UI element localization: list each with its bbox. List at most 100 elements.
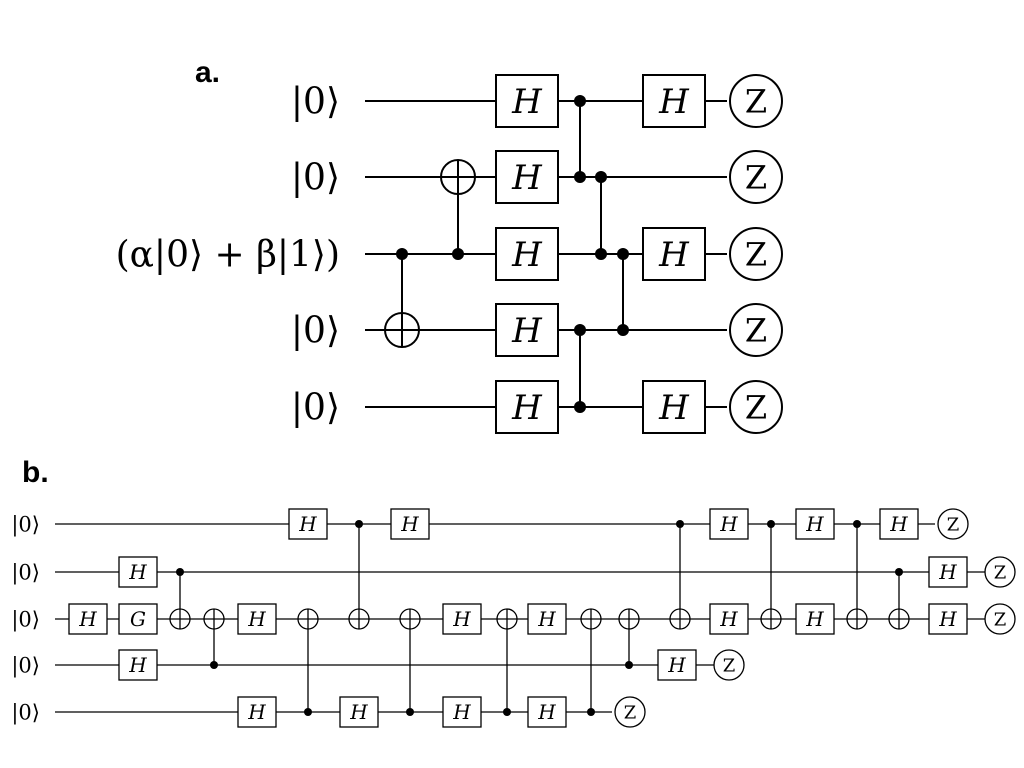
input-state-label: |0⟩ xyxy=(11,700,40,725)
measure-z-label: Z xyxy=(745,312,767,350)
gate-h-label: H xyxy=(78,607,97,631)
measure-z-circle xyxy=(713,649,745,681)
measure-z-circle xyxy=(729,74,783,128)
gate-h-label: H xyxy=(247,700,266,724)
cz-control-dot xyxy=(574,171,586,183)
gate-h-box xyxy=(795,508,835,540)
gate-h-label: H xyxy=(511,235,543,275)
cz-control-dot xyxy=(574,401,586,413)
gate-h-box xyxy=(339,696,379,728)
gate-h-box xyxy=(442,603,482,635)
input-state-label: (α|0⟩ + β|1⟩) xyxy=(116,235,340,276)
measure-z-label: Z xyxy=(624,702,637,723)
measure-z-circle xyxy=(614,696,646,728)
measure-z-label: Z xyxy=(745,389,767,427)
gate-h-label: H xyxy=(889,512,908,536)
cz-control-dot xyxy=(617,324,629,336)
input-state-label: |0⟩ xyxy=(11,607,40,632)
cnot-control-dot xyxy=(176,568,184,576)
measure-z-label: Z xyxy=(745,159,767,197)
input-state-label: |0⟩ xyxy=(291,388,340,429)
gate-h-label: H xyxy=(938,607,957,631)
input-state-label: |0⟩ xyxy=(11,560,40,585)
cz-control-dot xyxy=(574,95,586,107)
input-state-label: |0⟩ xyxy=(291,158,340,199)
cnot-control-dot xyxy=(304,708,312,716)
gate-h-label: H xyxy=(658,388,690,428)
gate-h-label: H xyxy=(128,653,147,677)
gate-h-box xyxy=(709,603,749,635)
cnot-control-dot xyxy=(895,568,903,576)
gate-h-box xyxy=(642,227,706,281)
input-state-label: |0⟩ xyxy=(291,311,340,352)
gate-h-label: H xyxy=(511,388,543,428)
gate-h-label: H xyxy=(805,607,824,631)
gate-h-box xyxy=(527,603,567,635)
gate-h-label: H xyxy=(298,512,317,536)
gate-h-box xyxy=(642,380,706,434)
measure-z-circle xyxy=(984,603,1016,635)
gate-h-label: H xyxy=(658,235,690,275)
measure-z-label: Z xyxy=(745,236,767,274)
panel-a-label: a. xyxy=(195,56,220,89)
gate-h-box xyxy=(68,603,108,635)
cz-control-dot xyxy=(595,171,607,183)
measure-z-label: Z xyxy=(994,609,1007,630)
cnot-control-dot xyxy=(625,661,633,669)
gate-h-label: H xyxy=(511,158,543,198)
gate-h-label: H xyxy=(667,653,686,677)
measure-z-circle xyxy=(729,303,783,357)
gate-h-box xyxy=(442,696,482,728)
gate-h-box xyxy=(795,603,835,635)
gate-h-label: H xyxy=(247,607,266,631)
cz-control-dot xyxy=(595,248,607,260)
gate-g-box xyxy=(118,603,158,635)
measure-z-label: Z xyxy=(723,655,736,676)
gate-h-box xyxy=(118,556,158,588)
gate-h-label: H xyxy=(938,560,957,584)
input-state-label: |0⟩ xyxy=(11,653,40,678)
cnot-control-dot xyxy=(503,708,511,716)
measure-z-label: Z xyxy=(745,83,767,121)
input-state-label: |0⟩ xyxy=(291,82,340,123)
cz-control-dot xyxy=(574,324,586,336)
measure-z-circle xyxy=(729,150,783,204)
gate-h-box xyxy=(642,74,706,128)
gate-h-box xyxy=(495,74,559,128)
gate-h-box xyxy=(657,649,697,681)
cnot-control-dot xyxy=(587,708,595,716)
cnot-control-dot xyxy=(210,661,218,669)
gate-h-box xyxy=(879,508,919,540)
measure-z-circle xyxy=(729,380,783,434)
gate-h-box xyxy=(495,380,559,434)
input-state-label: |0⟩ xyxy=(11,512,40,537)
panel-b-label: b. xyxy=(22,456,49,489)
gate-h-label: H xyxy=(400,512,419,536)
cnot-control-dot xyxy=(676,520,684,528)
gate-h-box xyxy=(928,556,968,588)
gate-h-label: H xyxy=(719,512,738,536)
gate-h-label: H xyxy=(452,700,471,724)
gate-h-label: H xyxy=(537,700,556,724)
measure-z-circle xyxy=(984,556,1016,588)
gate-g-label: G xyxy=(130,607,146,631)
gate-h-box xyxy=(390,508,430,540)
gate-h-box xyxy=(709,508,749,540)
gate-h-box xyxy=(495,303,559,357)
gate-h-box xyxy=(237,603,277,635)
measure-z-circle xyxy=(729,227,783,281)
gate-h-label: H xyxy=(511,311,543,351)
cnot-control-dot xyxy=(406,708,414,716)
cnot-control-dot xyxy=(767,520,775,528)
cz-control-dot xyxy=(617,248,629,260)
gate-h-label: H xyxy=(349,700,368,724)
gate-h-label: H xyxy=(128,560,147,584)
gate-h-label: H xyxy=(452,607,471,631)
gate-h-box xyxy=(928,603,968,635)
gate-h-label: H xyxy=(537,607,556,631)
measure-z-label: Z xyxy=(947,514,960,535)
gate-h-box xyxy=(288,508,328,540)
